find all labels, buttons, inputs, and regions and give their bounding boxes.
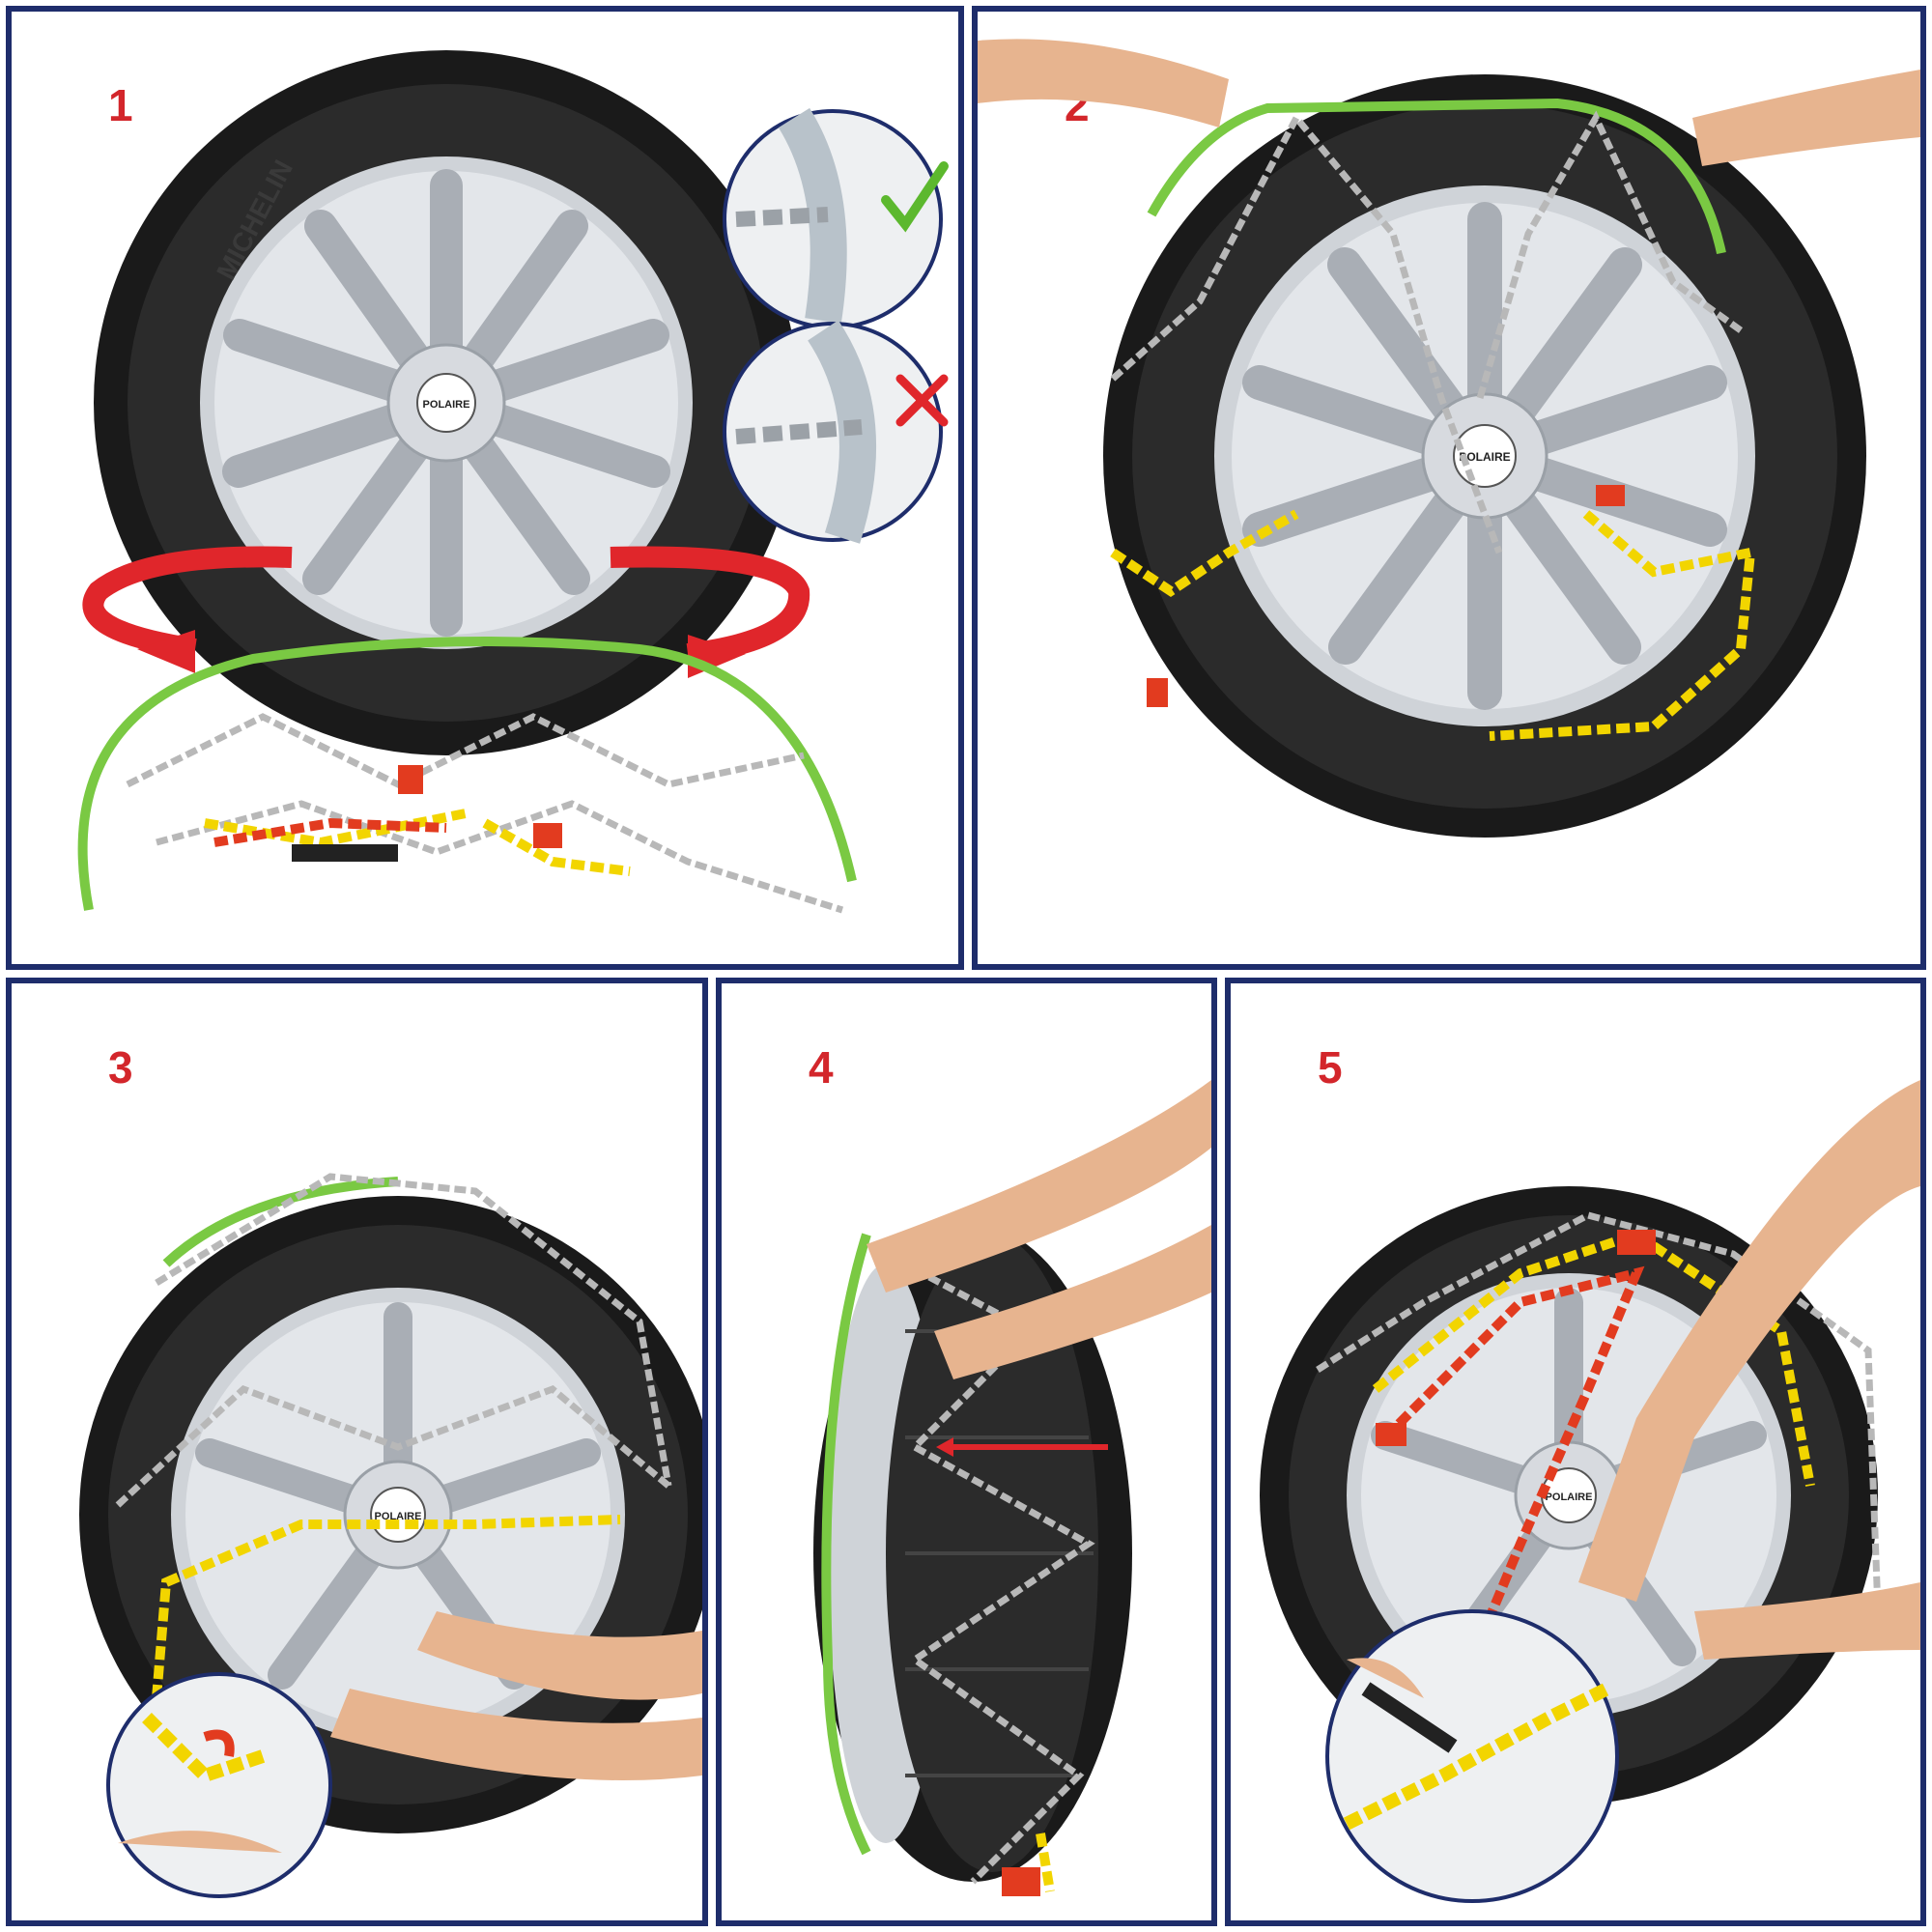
step-5-illustration: POLAIRE — [1260, 1080, 1920, 1903]
push-arrow-icon — [936, 1437, 1108, 1457]
tire-icon: POLAIRE MICHELIN — [94, 50, 799, 755]
hub-brand-label: POLAIRE — [423, 399, 470, 411]
tension-zoom-icon — [1325, 1609, 1619, 1903]
step-number-5: 5 — [1318, 1042, 1343, 1093]
hands-icon — [1578, 1080, 1920, 1660]
check-zoom-icon — [723, 107, 949, 329]
step-3-illustration: POLAIRE — [79, 1173, 702, 1898]
step-panel-5: 5 POLAIRE — [1225, 978, 1926, 1926]
chain-icon — [1316, 1211, 1882, 1662]
hands-icon — [330, 1611, 702, 1780]
chain-icon — [115, 1173, 672, 1699]
step-number-3: 3 — [108, 1042, 133, 1093]
tire-icon: POLAIRE — [1103, 74, 1866, 838]
step-panel-1: 1 POLAIRE MICHELIN — [6, 6, 964, 970]
step-panel-3: 3 POLAIRE — [6, 978, 708, 1926]
step-4-illustration — [813, 1080, 1211, 1896]
chain-icon — [77, 637, 857, 914]
step-panel-4: 4 — [716, 978, 1217, 1926]
step-panel-2: 2 POLAIRE — [972, 6, 1926, 970]
cross-icon — [895, 374, 949, 427]
chain-icon — [1110, 98, 1756, 741]
hub-brand-label: POLAIRE — [1459, 450, 1510, 464]
cross-zoom-icon — [723, 320, 949, 544]
hands-icon — [978, 39, 1920, 166]
hands-icon — [867, 1080, 1211, 1379]
step-2-illustration: POLAIRE — [978, 39, 1920, 838]
hook-zoom-icon — [106, 1672, 332, 1898]
step-1-illustration: POLAIRE MICHELIN — [77, 50, 949, 914]
hub-brand-label: POLAIRE — [1546, 1492, 1593, 1503]
step-number-1: 1 — [108, 80, 133, 130]
check-icon — [881, 161, 949, 233]
tire-icon — [813, 1225, 1132, 1882]
step-number-4: 4 — [809, 1042, 834, 1093]
